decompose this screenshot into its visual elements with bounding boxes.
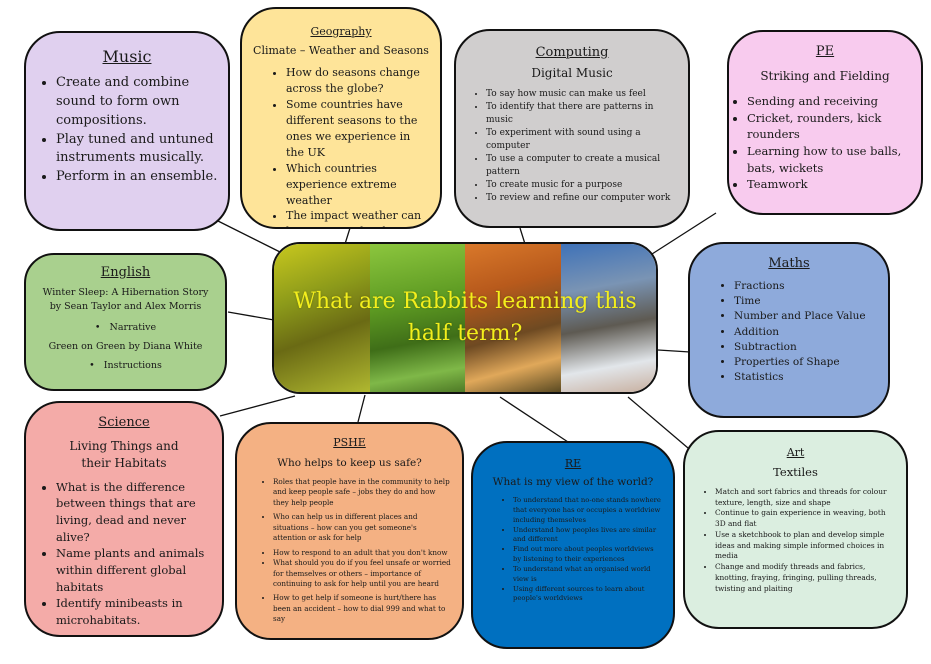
computing-item: To experiment with sound using a compute… [486, 127, 678, 153]
english-book2-item-label: Instructions [103, 359, 162, 371]
winter-tree-image [560, 244, 656, 392]
science-item: Identify minibeasts in microhabitats. [56, 595, 214, 628]
music-item: Play tuned and untuned instruments music… [56, 131, 218, 169]
connector-re [499, 396, 569, 443]
english-title: English [100, 265, 151, 280]
geography-item: Which countries experience extreme weath… [286, 161, 428, 209]
re-item: Using different sources to learn about p… [513, 585, 663, 605]
music-title: Music [102, 47, 152, 66]
pe-item: Cricket, rounders, kick rounders [747, 110, 913, 143]
art-subtitle: Textiles [773, 465, 818, 479]
geography-item: How do seasons change across the globe? [286, 65, 428, 97]
geography-list: How do seasons change across the globe? … [242, 57, 440, 227]
geography-title: Geography [310, 25, 372, 38]
pe-item: Learning how to use balls, bats, wickets [747, 143, 913, 176]
pshe-item: What should you do if you feel unsafe or… [273, 558, 452, 589]
pshe-list: Roles that people have in the community … [237, 469, 462, 625]
music-item: Create and combine sound to form own com… [56, 74, 218, 131]
connector-geography [344, 227, 351, 245]
pe-item: Teamwork [747, 176, 913, 193]
pshe-item: Roles that people have in the community … [273, 477, 452, 508]
science-item: What is the difference between things th… [56, 479, 214, 546]
re-list: To understand that no-one stands nowhere… [473, 488, 673, 604]
geography-item: Some countries have different seasons to… [286, 97, 428, 161]
english-book1: Winter Sleep: A Hibernation Story by Sea… [42, 287, 209, 312]
connector-pe [651, 212, 717, 255]
music-list: Create and combine sound to form own com… [26, 66, 228, 187]
re-subtitle: What is my view of the world? [492, 476, 654, 488]
re-item: To understand that no-one stands nowhere… [513, 496, 663, 526]
art-item: Change and modify threads and fabrics, k… [715, 562, 896, 594]
computing-title: Computing [535, 45, 609, 60]
science-item: Name plants and animals within different… [56, 545, 214, 595]
art-box: Art Textiles Match and sort fabrics and … [683, 430, 908, 629]
art-list: Match and sort fabrics and threads for c… [685, 479, 906, 594]
connector-maths [657, 349, 691, 353]
pe-title: PE [815, 44, 835, 59]
re-item: Understand how peoples lives are similar… [513, 526, 663, 546]
center-banner: What are Rabbits learning this half term… [272, 242, 658, 394]
computing-item: To identify that there are patterns in m… [486, 101, 678, 127]
art-item: Continue to gain experience in weaving, … [715, 508, 896, 529]
maths-item: Statistics [734, 370, 880, 385]
maths-item: Number and Place Value [734, 309, 880, 324]
pshe-title: PSHE [333, 436, 366, 449]
maths-item: Time [734, 294, 880, 309]
english-book1-item-label: Narrative [109, 321, 157, 333]
geography-subtitle: Climate – Weather and Seasons [253, 44, 429, 57]
geography-box: Geography Climate – Weather and Seasons … [240, 7, 442, 229]
maths-title: Maths [768, 256, 810, 271]
autumn-tree-image [465, 244, 561, 392]
connector-science [219, 395, 296, 417]
maths-list: Fractions Time Number and Place Value Ad… [690, 271, 888, 386]
connector-pshe [357, 394, 366, 423]
computing-subtitle: Digital Music [531, 66, 613, 80]
science-subtitle: Living Things and their Habitats [69, 439, 179, 471]
connector-computing [519, 227, 526, 245]
pe-subtitle: Striking and Fielding [760, 69, 890, 83]
pe-item: Sending and receiving [747, 93, 913, 110]
pshe-item: Who can help us in different places and … [273, 512, 452, 543]
art-item: Match and sort fabrics and threads for c… [715, 487, 896, 508]
pe-list: Sending and receiving Cricket, rounders,… [729, 83, 921, 193]
pshe-item: How to get help if someone is hurt/there… [273, 593, 452, 624]
computing-item: To create music for a purpose [486, 179, 678, 192]
re-item: To understand what an organised world vi… [513, 565, 663, 585]
computing-item: To say how music can make us feel [486, 88, 678, 101]
maths-item: Subtraction [734, 340, 880, 355]
maths-box: Maths Fractions Time Number and Place Va… [688, 242, 890, 418]
computing-item: To use a computer to create a musical pa… [486, 153, 678, 179]
pshe-box: PSHE Who helps to keep us safe? Roles th… [235, 422, 464, 640]
computing-item: To review and refine our computer work [486, 192, 678, 205]
connector-art [627, 396, 689, 449]
connector-music [215, 219, 281, 253]
english-box: English Winter Sleep: A Hibernation Stor… [24, 253, 227, 391]
re-title: RE [564, 457, 582, 470]
maths-item: Addition [734, 325, 880, 340]
pe-box: PE Striking and Fielding Sending and rec… [727, 30, 923, 215]
computing-box: Computing Digital Music To say how music… [454, 29, 690, 228]
re-item: Find out more about peoples worldviews b… [513, 545, 663, 565]
english-book2-item: • Instructions [89, 359, 162, 371]
art-item: Use a sketchbook to plan and develop sim… [715, 530, 896, 562]
geography-item: The impact weather can have on people's … [286, 208, 428, 227]
re-box: RE What is my view of the world? To unde… [471, 441, 675, 649]
maths-item: Properties of Shape [734, 355, 880, 370]
music-box: Music Create and combine sound to form o… [24, 31, 230, 231]
english-book1-item: • Narrative [94, 321, 157, 333]
english-book2: Green on Green by Diana White [48, 340, 203, 352]
science-title: Science [98, 415, 150, 430]
summer-tree-image [369, 244, 465, 392]
center-title: What are Rabbits learning this half term… [293, 289, 637, 346]
maths-item: Fractions [734, 279, 880, 294]
pshe-subtitle: Who helps to keep us safe? [277, 457, 422, 469]
computing-list: To say how music can make us feel To ide… [456, 80, 688, 205]
connector-english [227, 311, 275, 321]
music-item: Perform in an ensemble. [56, 168, 218, 187]
art-title: Art [786, 446, 805, 459]
pshe-item: How to respond to an adult that you don'… [273, 548, 452, 558]
spring-tree-image [274, 244, 370, 392]
science-list: What is the difference between things th… [26, 473, 222, 629]
science-box: Science Living Things and their Habitats… [24, 401, 224, 637]
